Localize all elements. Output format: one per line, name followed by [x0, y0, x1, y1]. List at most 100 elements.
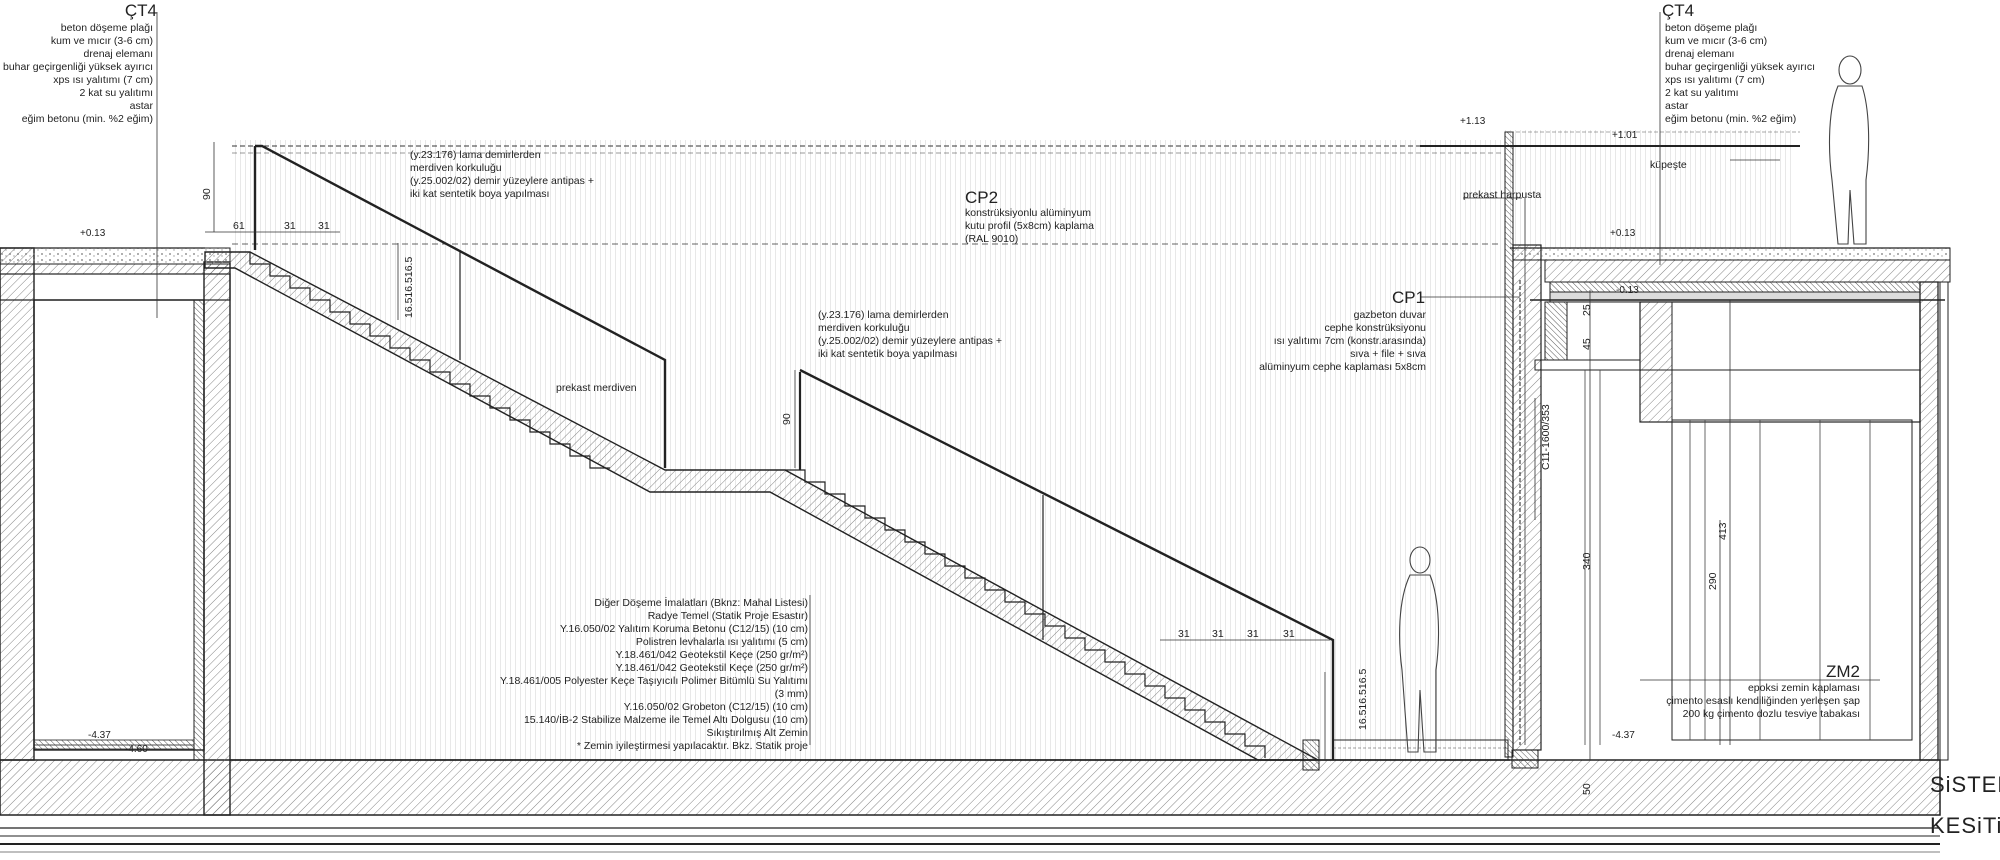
- svg-text:+0.13: +0.13: [1610, 228, 1636, 239]
- svg-text:31: 31: [1283, 628, 1295, 640]
- svg-text:beton döşeme plağı: beton döşeme plağı: [1665, 22, 1757, 34]
- svg-text:290: 290: [1707, 572, 1719, 590]
- svg-text:astar: astar: [1665, 100, 1689, 112]
- svg-text:+0.13: +0.13: [80, 228, 106, 239]
- svg-text:16.516.516.5: 16.516.516.5: [1357, 669, 1369, 730]
- svg-text:kum ve mıcır (3-6 cm): kum ve mıcır (3-6 cm): [1665, 35, 1767, 47]
- svg-text:90: 90: [201, 188, 213, 200]
- svg-text:Sıkıştırılmış Alt Zemin: Sıkıştırılmış Alt Zemin: [706, 727, 808, 739]
- svg-text:2 kat su yalıtımı: 2 kat su yalıtımı: [79, 87, 153, 99]
- sheet-title-line-1: SiSTEM: [1930, 772, 2000, 797]
- roof-layer-note-right: beton döşeme plağı kum ve mıcır (3-6 cm)…: [1665, 22, 1815, 125]
- human-figure-lower: [1399, 546, 1440, 753]
- label-kupeste: küpeşte: [1650, 159, 1687, 171]
- svg-text:astar: astar: [130, 100, 154, 112]
- svg-text:çimento esaslı kendiliğinden y: çimento esaslı kendiliğinden yerleşen şa…: [1666, 695, 1860, 707]
- svg-text:50: 50: [1581, 783, 1593, 795]
- svg-text:(y.25.002/02) demir yüzeylere: (y.25.002/02) demir yüzeylere antipas +: [410, 175, 594, 187]
- svg-text:kutu profil (5x8cm) kaplama: kutu profil (5x8cm) kaplama: [965, 220, 1094, 232]
- svg-text:+1.01: +1.01: [1612, 130, 1638, 141]
- svg-text:eğim betonu (min. %2 eğim): eğim betonu (min. %2 eğim): [1665, 113, 1796, 125]
- svg-text:90: 90: [781, 413, 793, 425]
- human-figure-upper: [1828, 55, 1870, 245]
- roof-layer-note-left: beton döşeme plağı kum ve mıcır (3-6 cm)…: [3, 22, 154, 125]
- svg-text:-4.37: -4.37: [1612, 730, 1635, 741]
- svg-text:gazbeton duvar: gazbeton duvar: [1354, 309, 1427, 321]
- tag-cp1: CP1: [1392, 288, 1425, 307]
- tag-ct4-left: ÇT4: [125, 1, 157, 20]
- svg-text:31: 31: [284, 220, 296, 232]
- svg-text:buhar geçirgenliği yüksek ayır: buhar geçirgenliği yüksek ayırıcı: [1665, 61, 1815, 73]
- svg-text:31: 31: [1178, 628, 1190, 640]
- svg-text:(y.25.002/02) demir yüzeylere: (y.25.002/02) demir yüzeylere antipas +: [818, 335, 1002, 347]
- svg-text:epoksi zemin kaplaması: epoksi zemin kaplaması: [1748, 682, 1860, 694]
- svg-text:xps ısı yalıtımı (7 cm): xps ısı yalıtımı (7 cm): [1665, 74, 1765, 86]
- svg-text:iki kat sentetik boya yapılmas: iki kat sentetik boya yapılması: [410, 188, 549, 200]
- label-prekast-harpusta: prekast harpusta: [1463, 189, 1541, 201]
- cp1-note: gazbeton duvar cephe konstrüksiyonu ısı …: [1259, 309, 1426, 373]
- svg-text:Radye Temel (Statik Proje Esas: Radye Temel (Statik Proje Esastır): [648, 610, 808, 622]
- floor-layer-note: Diğer Döşeme İmalatları (Bknz: Mahal Lis…: [500, 596, 808, 752]
- svg-text:(3 mm): (3 mm): [775, 688, 808, 700]
- svg-text:16.516.516.5: 16.516.516.5: [403, 257, 415, 318]
- svg-text:drenaj elemanı: drenaj elemanı: [84, 48, 153, 60]
- svg-text:* Zemin iyileştirmesi yapılaca: * Zemin iyileştirmesi yapılacaktır. Bkz.…: [577, 740, 808, 752]
- svg-text:15.140/İB-2 Stabilize Malzeme: 15.140/İB-2 Stabilize Malzeme ile Temel …: [524, 713, 808, 726]
- sheet-title-line-2: KESiTi-4: [1930, 813, 2000, 838]
- svg-text:alüminyum cephe kaplaması 5x8c: alüminyum cephe kaplaması 5x8cm: [1259, 361, 1426, 373]
- svg-text:45: 45: [1581, 338, 1593, 350]
- svg-text:iki kat sentetik boya yapılmas: iki kat sentetik boya yapılması: [818, 348, 957, 360]
- railing-note-upper: (y.23.176) lama demirlerden merdiven kor…: [410, 149, 594, 200]
- svg-text:Diğer Döşeme İmalatları (Bknz:: Diğer Döşeme İmalatları (Bknz: Mahal Lis…: [594, 596, 808, 609]
- svg-text:413: 413: [1717, 522, 1729, 540]
- svg-text:31: 31: [1212, 628, 1224, 640]
- svg-text:ısı yalıtımı 7cm (konstr.arası: ısı yalıtımı 7cm (konstr.arasında): [1274, 335, 1426, 347]
- label-prekast-merdiven: prekast merdiven: [556, 382, 637, 394]
- svg-text:merdiven korkuluğu: merdiven korkuluğu: [818, 322, 910, 334]
- svg-text:340: 340: [1581, 552, 1593, 570]
- foundation-slab: [0, 759, 1941, 853]
- svg-text:Y.16.050/02 Yalıtım Koruma Bet: Y.16.050/02 Yalıtım Koruma Betonu (C12/1…: [560, 623, 808, 635]
- svg-text:buhar geçirgenliği yüksek ayır: buhar geçirgenliği yüksek ayırıcı: [3, 61, 153, 73]
- dimension-lines: [205, 142, 1731, 760]
- svg-text:Polistren levhalarla ısı yalıt: Polistren levhalarla ısı yalıtımı (5 cm): [636, 636, 808, 648]
- svg-text:Y.18.461/042 Geotekstil Keçe (: Y.18.461/042 Geotekstil Keçe (250 gr/m²): [616, 662, 808, 674]
- railing-note-middle: (y.23.176) lama demirlerden merdiven kor…: [818, 309, 1002, 360]
- svg-text:cephe konstrüksiyonu: cephe konstrüksiyonu: [1324, 322, 1426, 334]
- svg-text:31: 31: [1247, 628, 1259, 640]
- dimension-text: 90 61 31 31 16.516.516.5 90 31 31 31 31 …: [201, 188, 1729, 795]
- svg-text:merdiven korkuluğu: merdiven korkuluğu: [410, 162, 502, 174]
- svg-text:-4.37: -4.37: [88, 730, 111, 741]
- svg-text:sıva + file + sıva: sıva + file + sıva: [1350, 348, 1426, 360]
- leader-lines: [156, 12, 1880, 745]
- left-room: [0, 247, 231, 816]
- level-marks: +0.13 +0.13 +1.13 +1.01 -4.37 -4.60 -4.3…: [80, 116, 1639, 755]
- svg-text:31: 31: [318, 220, 330, 232]
- tag-ct4-right: ÇT4: [1662, 1, 1694, 20]
- svg-text:(y.23.176) lama demirlerden: (y.23.176) lama demirlerden: [410, 149, 541, 161]
- svg-text:Y.18.461/005 Polyester Keçe Ta: Y.18.461/005 Polyester Keçe Taşıyıcılı P…: [500, 675, 808, 687]
- zm2-note: epoksi zemin kaplaması çimento esaslı ke…: [1666, 682, 1860, 720]
- ground-surface: [0, 247, 1950, 301]
- svg-text:(RAL 9010): (RAL 9010): [965, 233, 1018, 245]
- svg-text:beton döşeme plağı: beton döşeme plağı: [61, 22, 153, 34]
- svg-text:xps ısı yalıtımı (7 cm): xps ısı yalıtımı (7 cm): [53, 74, 153, 86]
- svg-text:+1.13: +1.13: [1460, 116, 1486, 127]
- svg-text:(y.23.176) lama demirlerden: (y.23.176) lama demirlerden: [818, 309, 949, 321]
- svg-text:eğim betonu (min. %2 eğim): eğim betonu (min. %2 eğim): [22, 113, 153, 125]
- staircase: [204, 144, 1335, 771]
- svg-text:-0.13: -0.13: [1616, 285, 1639, 296]
- svg-text:2 kat su yalıtımı: 2 kat su yalıtımı: [1665, 87, 1739, 99]
- tag-zm2: ZM2: [1826, 662, 1860, 681]
- svg-text:konstrüksiyonlu alüminyum: konstrüksiyonlu alüminyum: [965, 207, 1091, 219]
- tag-cp2: CP2: [965, 188, 998, 207]
- cp2-note: konstrüksiyonlu alüminyum kutu profil (5…: [965, 207, 1094, 245]
- svg-text:kum ve mıcır (3-6 cm): kum ve mıcır (3-6 cm): [51, 35, 153, 47]
- svg-text:61: 61: [233, 220, 245, 232]
- svg-text:25: 25: [1581, 304, 1593, 316]
- svg-text:200 kg çimento dozlu tesviye t: 200 kg çimento dozlu tesviye tabakası: [1683, 708, 1860, 720]
- svg-text:Y.16.050/02 Grobeton (C12/15): Y.16.050/02 Grobeton (C12/15) (10 cm): [624, 701, 808, 713]
- svg-text:-4.60: -4.60: [125, 744, 148, 755]
- svg-text:Y.18.461/042 Geotekstil Keçe (: Y.18.461/042 Geotekstil Keçe (250 gr/m²): [616, 649, 808, 661]
